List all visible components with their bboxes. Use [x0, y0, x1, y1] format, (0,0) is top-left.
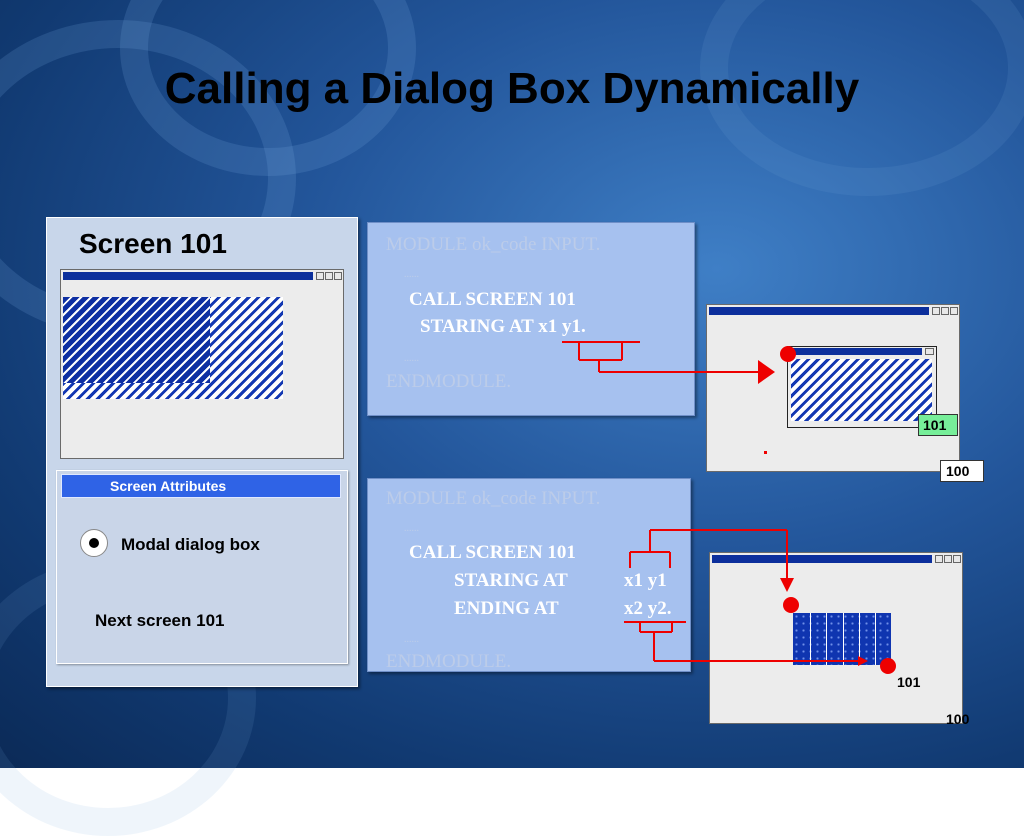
slide-title: Calling a Dialog Box Dynamically: [164, 64, 860, 113]
dialog-101-area-bottom: [793, 613, 891, 665]
label-100-text: 100: [946, 463, 970, 479]
modal-dialog-radio[interactable]: [80, 529, 108, 557]
code-call-line: CALL SCREEN 101: [409, 289, 576, 310]
screen-attributes-panel: Screen Attributes Modal dialog box Next …: [56, 470, 348, 664]
screen-101-title: Screen 101: [79, 228, 227, 259]
screen-attributes-header-text: Screen Attributes: [110, 478, 227, 494]
code-module-line: MODULE ok_code INPUT.: [386, 488, 601, 509]
code-panel-bottom: MODULE ok_code INPUT. ...... CALL SCREEN…: [367, 478, 691, 672]
code-end-line: ENDMODULE.: [386, 371, 512, 392]
label-100-bottom: 100: [946, 711, 970, 727]
minimize-icon[interactable]: [316, 272, 324, 280]
close-icon[interactable]: [950, 307, 958, 315]
screen-attributes-header: Screen Attributes: [61, 474, 341, 498]
tiny-red-mark: [764, 451, 767, 454]
maximize-icon[interactable]: [944, 555, 952, 563]
next-screen-label: Next screen 101: [95, 611, 225, 630]
label-101-bottom: 101: [897, 674, 921, 690]
screen-101-panel: Screen 101 Screen Attributes Modal dialo…: [46, 217, 358, 687]
dialog-area-dark: [63, 297, 210, 383]
code-dots-2: ......: [404, 634, 419, 645]
screen-100-window-bottom: 101 100: [709, 552, 969, 727]
dialog-title-bar: [790, 348, 922, 355]
maximize-icon[interactable]: [325, 272, 333, 280]
label-101-text: 101: [923, 417, 947, 433]
close-icon[interactable]: [334, 272, 342, 280]
code-dots: ......: [404, 269, 419, 280]
code-panel-top: MODULE ok_code INPUT. ...... CALL SCREEN…: [367, 222, 695, 416]
minimize-icon[interactable]: [935, 555, 943, 563]
radio-selected-dot: [89, 538, 99, 548]
dialog-101-window-top: [787, 346, 937, 428]
code-starting-keyword: STARING AT: [454, 570, 568, 591]
code-end-line: ENDMODULE.: [386, 651, 512, 672]
code-ending-values: x2 y2.: [624, 598, 672, 619]
origin-marker-top: [780, 346, 796, 362]
dialog-close-icon[interactable]: [925, 348, 934, 355]
label-101-top: 101: [918, 414, 958, 436]
window-title-bar: [63, 272, 313, 280]
code-starting-values: x1 y1: [624, 570, 667, 591]
start-marker-bottom: [783, 597, 799, 613]
code-dots-2: ......: [404, 353, 419, 364]
window-title-bar: [712, 555, 932, 563]
code-starting-line: STARING AT x1 y1.: [420, 316, 586, 337]
screen-101-window: [60, 269, 344, 459]
label-100-top: 100: [940, 460, 984, 482]
code-module-line: MODULE ok_code INPUT.: [386, 234, 601, 255]
code-ending-keyword: ENDING AT: [454, 598, 559, 619]
modal-dialog-label: Modal dialog box: [121, 535, 260, 554]
code-dots: ......: [404, 523, 419, 534]
code-call-line: CALL SCREEN 101: [409, 542, 576, 563]
dialog-content: [791, 359, 932, 421]
minimize-icon[interactable]: [932, 307, 940, 315]
window-title-bar: [709, 307, 929, 315]
end-marker-bottom: [880, 658, 896, 674]
maximize-icon[interactable]: [941, 307, 949, 315]
close-icon[interactable]: [953, 555, 961, 563]
